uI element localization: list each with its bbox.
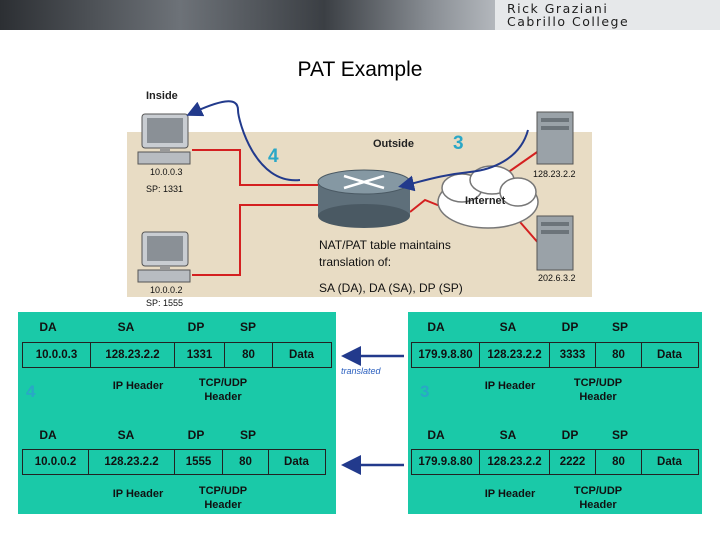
field-label: SA	[499, 320, 517, 334]
ip-header-label: IP Header	[484, 380, 536, 392]
packet-dp: 2222	[550, 450, 596, 474]
internet-label: Internet	[465, 195, 506, 207]
server-ip: 128.23.2.2	[533, 169, 576, 179]
return-arrow	[398, 129, 529, 192]
packet-panel-inside: DA SA DP SP 10.0.0.3 128.23.2.2 1331 80 …	[18, 312, 336, 514]
tcp-header-line: TCP/UDP	[198, 377, 248, 389]
packet-row: 179.9.8.80 128.23.2.2 3333 80 Data	[411, 342, 699, 368]
field-label: SA	[117, 320, 135, 334]
host-ip: 10.0.0.2	[150, 285, 183, 295]
nat-note-line: NAT/PAT table maintains	[319, 238, 451, 252]
ip-header-label: IP Header	[484, 488, 536, 500]
outside-label: Outside	[373, 138, 414, 150]
network-links	[192, 149, 541, 276]
internet-cloud-icon	[437, 165, 539, 229]
ip-header-label: IP Header	[112, 380, 164, 392]
packet-sa: 128.23.2.2	[89, 450, 175, 474]
packet-da: 10.0.0.3	[23, 343, 91, 367]
header-logo: Rick Graziani Cabrillo College	[495, 0, 720, 30]
field-label: SP	[239, 428, 256, 442]
packet-da: 10.0.0.2	[23, 450, 89, 474]
packet-dp: 3333	[550, 343, 596, 367]
packet-row: 10.0.0.3 128.23.2.2 1331 80 Data	[22, 342, 332, 368]
tcp-header-line: TCP/UDP	[573, 377, 623, 389]
packet-dp: 1555	[175, 450, 223, 474]
tcp-header-line: TCP/UDP	[573, 485, 623, 497]
field-label: DP	[187, 428, 205, 442]
tcp-header-line: Header	[579, 499, 617, 511]
packet-sa: 128.23.2.2	[480, 450, 550, 474]
host-computer-icon	[137, 113, 191, 165]
server-icon	[536, 111, 574, 165]
server-icon	[536, 215, 574, 271]
packet-row: 10.0.0.2 128.23.2.2 1555 80 Data	[22, 449, 326, 475]
institution-name: Cabrillo College	[507, 14, 630, 29]
nat-note: NAT/PAT table maintains translation of: …	[319, 237, 463, 297]
host-computer-icon	[137, 231, 191, 283]
field-label: SA	[499, 428, 517, 442]
step-number: 4	[26, 382, 36, 401]
inside-label: Inside	[146, 90, 178, 102]
server-ip: 202.6.3.2	[538, 273, 576, 283]
step-number: 3	[420, 382, 430, 401]
host-source-port: SP: 1331	[146, 184, 184, 194]
slide-title: PAT Example	[297, 58, 423, 81]
packet-sa: 128.23.2.2	[91, 343, 175, 367]
field-label: DP	[561, 320, 579, 334]
packet-data: Data	[657, 456, 682, 468]
packet-data: Data	[284, 456, 309, 468]
tcp-header-label: TCP/UDP Header	[553, 484, 643, 512]
field-label: DP	[561, 428, 579, 442]
packet-data: Data	[289, 349, 314, 361]
step-number: 3	[453, 133, 464, 154]
ip-header-label: IP Header	[112, 488, 164, 500]
field-label: SP	[239, 320, 256, 334]
field-label: DA	[427, 320, 445, 334]
packet-data: Data	[657, 349, 682, 361]
field-label: SP	[611, 320, 628, 334]
tcp-header-label: TCP/UDP Header	[553, 376, 643, 404]
field-label: DP	[187, 320, 205, 334]
translated-label: translated	[341, 366, 381, 376]
field-label: SA	[117, 428, 135, 442]
packet-panel-outside: DA SA DP SP 179.9.8.80 128.23.2.2 3333 8…	[408, 312, 702, 514]
packet-sp: 80	[223, 450, 269, 474]
nat-note-line: SA (DA), DA (SA), DP (SP)	[319, 281, 463, 295]
tcp-header-line: Header	[204, 391, 242, 403]
packet-row: 179.9.8.80 128.23.2.2 2222 80 Data	[411, 449, 699, 475]
packet-sp: 80	[596, 343, 642, 367]
packet-da: 179.9.8.80	[412, 450, 480, 474]
router-icon	[317, 169, 411, 228]
step-number: 4	[268, 146, 279, 167]
author-name: Rick Graziani	[507, 1, 609, 16]
host-source-port: SP: 1555	[146, 298, 184, 308]
tcp-header-line: Header	[579, 391, 617, 403]
packet-sa: 128.23.2.2	[480, 343, 550, 367]
field-label: DA	[427, 428, 445, 442]
nat-note-line: translation of:	[319, 255, 392, 269]
return-arrow	[186, 100, 301, 182]
packet-dp: 1331	[175, 343, 225, 367]
packet-sp: 80	[225, 343, 273, 367]
host-ip: 10.0.0.3	[150, 167, 183, 177]
field-label: DA	[39, 320, 57, 334]
tcp-header-line: TCP/UDP	[198, 485, 248, 497]
packet-sp: 80	[596, 450, 642, 474]
tcp-header-line: Header	[204, 499, 242, 511]
packet-da: 179.9.8.80	[412, 343, 480, 367]
field-label: SP	[611, 428, 628, 442]
field-label: DA	[39, 428, 57, 442]
tcp-header-label: TCP/UDP Header	[178, 484, 268, 512]
tcp-header-label: TCP/UDP Header	[178, 376, 268, 404]
